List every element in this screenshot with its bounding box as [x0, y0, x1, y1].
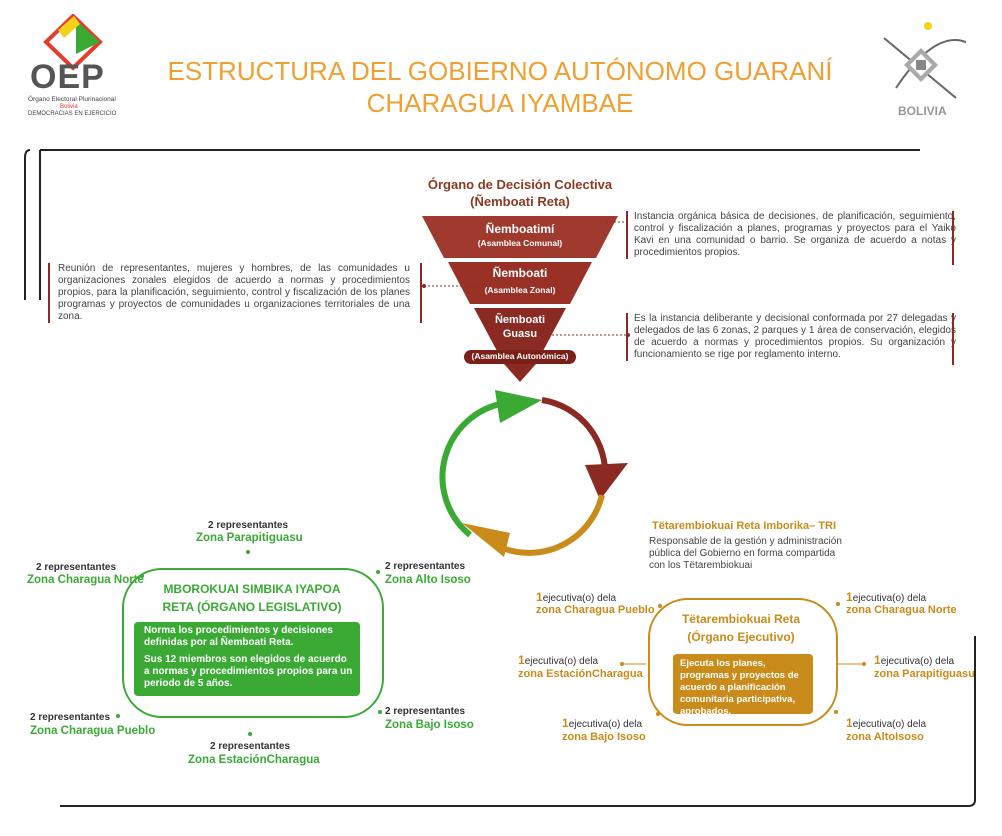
rep-zone-charagua-norte: Zona Charagua Norte: [27, 574, 144, 586]
frame-mask: [30, 300, 50, 830]
exec-num: 1: [846, 716, 853, 730]
exec-zone-charagua-norte: zona Charagua Norte: [846, 604, 957, 616]
executive-title2: (Órgano Ejecutivo): [687, 630, 795, 644]
executive-text: Ejecuta los planes, programas y proyecto…: [680, 658, 799, 717]
exec-alto-isoso: 1ejecutiva(o) dela: [846, 716, 926, 730]
exec-num: 1: [562, 716, 569, 730]
green-arrowhead: [495, 390, 542, 423]
rep-count-alto-isoso: 2 representantes: [385, 561, 466, 572]
decision-subheading: (Ñemboati Reta): [470, 194, 570, 209]
exec-label: ejecutiva(o) dela: [542, 593, 617, 604]
brown-arrowhead: [585, 463, 628, 500]
legislative-title1: MBOROKUAI SIMBIKA IYAPOA: [163, 582, 341, 596]
rep-zone-estacion-charagua: Zona EstaciónCharagua: [188, 754, 320, 766]
oep-emblem-icon: [43, 13, 103, 71]
rep-count-estacion-charagua: 2 representantes: [210, 741, 291, 752]
oep-line1: Órgano Electoral Plurinacional: [28, 96, 116, 103]
exec-charagua-pueblo: 1ejecutiva(o) dela: [536, 590, 616, 604]
desc-guasu-right: [952, 313, 954, 365]
executive-header-desc: Responsable de la gestión y administraci…: [649, 536, 842, 571]
rep-count-parapitiguasu: 2 representantes: [208, 520, 289, 531]
executive-content: [673, 654, 813, 714]
level3-name2: Guasu: [502, 328, 538, 340]
exec-bajo-isoso: 1ejecutiva(o) dela: [562, 716, 642, 730]
level3-name1: Ñemboati: [494, 314, 546, 326]
bolivia-text: BOLIVIA: [898, 104, 947, 118]
level1-sub: (Asamblea Comunal): [477, 238, 563, 248]
cycle-arrows: [439, 390, 628, 557]
exec-label: ejecutiva(o) dela: [524, 656, 599, 667]
rep-zone-alto-isoso: Zona Alto Isoso: [385, 574, 471, 586]
exec-zone-bajo-isoso: zona Bajo Isoso: [562, 731, 646, 743]
decision-pyramid: [422, 216, 618, 382]
desc-guasu: Es la instancia deliberante y decisional…: [626, 313, 956, 361]
rep-zone-charagua-pueblo: Zona Charagua Pueblo: [30, 725, 156, 737]
exec-label: ejecutiva(o) dela: [880, 656, 955, 667]
exec-zone-parapitiguasu: zona Parapitiguasu: [874, 668, 975, 680]
rep-count-charagua-pueblo: 2 representantes: [30, 712, 111, 723]
gold-arrowhead: [462, 523, 510, 557]
desc-comunal-right: [952, 211, 954, 265]
legislative-title2: RETA (ÓRGANO LEGISLATIVO): [162, 600, 342, 614]
legislative-content: [134, 622, 360, 696]
exec-num: 1: [846, 590, 853, 604]
executive-box: [648, 598, 838, 726]
page-title-line1: ESTRUCTURA DEL GOBIERNO AUTÓNOMO GUARANÍ: [167, 56, 833, 86]
oep-line2: Bolivia: [60, 104, 78, 110]
legislative-text2: Sus 12 miembros son elegidos de acuerdo …: [144, 654, 353, 689]
oep-line3: DEMOCRACIAS EN EJERCICIO: [28, 111, 117, 117]
exec-estacion-charagua: 1ejecutiva(o) dela: [518, 653, 598, 667]
executive-title1: Tëtarembiokuai Reta: [681, 612, 801, 626]
exec-label: ejecutiva(o) dela: [852, 719, 927, 730]
level3-sub: (Asamblea Autonómica): [471, 351, 569, 361]
oep-brand: OEP: [30, 58, 105, 96]
rep-count-bajo-isoso: 2 representantes: [385, 706, 466, 717]
level1-name: Ñemboatimí: [485, 222, 555, 236]
desc-zonal: Reunión de representantes, mujeres y hom…: [48, 263, 422, 323]
bolivia-logo: BOLIVIA: [876, 18, 969, 118]
exec-zone-estacion-charagua: zona EstaciónCharagua: [518, 668, 643, 680]
exec-parapitiguasu: 1ejecutiva(o) dela: [874, 653, 954, 667]
oep-logo: OEP Órgano Electoral Plurinacional Boliv…: [28, 13, 128, 124]
exec-num: 1: [518, 653, 525, 667]
legislative-box: [122, 568, 384, 718]
exec-num: 1: [874, 653, 881, 667]
level2-sub: (Asamblea Zonal): [484, 285, 556, 295]
legislative-text1: Norma los procedimientos y decisiones de…: [144, 625, 333, 648]
exec-charagua-norte: 1ejecutiva(o) dela: [846, 590, 926, 604]
rep-zone-parapitiguasu: Zona Parapitiguasu: [196, 532, 303, 544]
exec-label: ejecutiva(o) dela: [852, 593, 927, 604]
exec-zone-charagua-pueblo: zona Charagua Pueblo: [536, 604, 655, 616]
page-title-line2: CHARAGUA IYAMBAE: [366, 88, 634, 118]
level2-name: Ñemboati: [492, 266, 548, 280]
exec-zone-alto-isoso: zona AltoIsoso: [846, 731, 924, 743]
bolivia-emblem-icon: [883, 22, 969, 99]
desc-comunal: Instancia orgánica básica de decisiones,…: [626, 211, 956, 259]
executive-header: Tëtarembiokuai Reta Imborika– TRI: [652, 520, 836, 532]
decision-heading: Órgano de Decisión Colectiva: [427, 177, 613, 192]
exec-label: ejecutiva(o) dela: [568, 719, 643, 730]
exec-num: 1: [536, 590, 543, 604]
rep-count-charagua-norte: 2 representantes: [36, 562, 117, 573]
rep-zone-bajo-isoso: Zona Bajo Isoso: [385, 719, 474, 731]
